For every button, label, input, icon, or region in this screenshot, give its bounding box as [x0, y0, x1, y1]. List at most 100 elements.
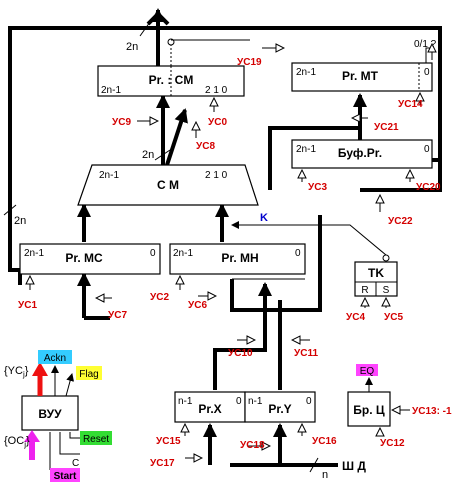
bus-x-to-mh	[213, 282, 272, 390]
register-rg-mh: Pr. MH 2n-1 0	[169, 243, 306, 280]
rg-mt-msb: 2n-1	[296, 67, 316, 78]
us13-label: УС13: -1	[412, 406, 452, 417]
adder-title: C M	[157, 178, 179, 192]
ycj-label: {YCj}	[4, 365, 29, 379]
bus-tick-left	[3, 204, 17, 216]
us19-label: УС19	[237, 57, 262, 68]
us9-label: УС9	[112, 117, 131, 128]
shd-label: Ш Д	[342, 459, 366, 473]
flag-tag-bg	[76, 366, 102, 380]
us22-label: УС22	[388, 216, 413, 227]
bus-2n-top-label: 2n	[126, 41, 138, 53]
rg-x-msb: n-1	[178, 396, 193, 407]
io-tags: Ackn Flag Reset Start EQ	[38, 350, 378, 482]
rg-mc-msb: 2n-1	[24, 248, 44, 259]
rg-x-lsb: 0	[236, 396, 242, 407]
ackn-tag-bg	[38, 350, 72, 364]
rg-mt-box	[291, 62, 433, 92]
tk-s: S	[383, 285, 390, 296]
rg-y-box	[244, 391, 316, 423]
bvu-title: ВУУ	[38, 407, 62, 421]
reset-line	[69, 432, 80, 439]
bus-2n-mid-label: 2n	[142, 149, 154, 161]
rg-mt-title: Pr. MT	[342, 69, 379, 83]
control-arrows	[3, 21, 432, 473]
mt-out-line	[425, 47, 430, 63]
rg-mc-lsb: 0	[150, 248, 156, 259]
rg-mh-lsb: 0	[295, 248, 301, 259]
bus-mh-loop	[230, 215, 322, 312]
rg-mh-title: Pr. MH	[221, 251, 258, 265]
eq-tag: EQ	[360, 366, 375, 377]
eq-tag-bg	[356, 364, 378, 376]
register-rg-mc: Pr. MC 2n-1 0	[19, 243, 161, 275]
rg-y-msb: n-1	[248, 396, 263, 407]
tk-title: TK	[368, 266, 384, 280]
ack-arrow-head	[32, 362, 48, 376]
us2-label: УС2	[150, 292, 169, 303]
bvu-box	[21, 395, 79, 431]
bus-left-loop	[8, 26, 158, 272]
buf-title: Буф.Pr.	[338, 146, 382, 160]
adder: C M 2n-1 2 1 0	[77, 164, 259, 206]
rg-cm-lsb: 2 1 0	[205, 85, 228, 96]
us8-label: УС8	[196, 141, 215, 152]
rg-mt-lsb: 0	[424, 67, 430, 78]
flag-line	[65, 373, 75, 397]
reset-tag: Reset	[83, 434, 109, 445]
us21-label: УС21	[374, 122, 399, 133]
br-c-title: Бр. Ц	[353, 403, 385, 417]
k-label: K	[260, 212, 268, 224]
us17-label: УС17	[150, 458, 175, 469]
tk-r: R	[361, 285, 368, 296]
us7-label: УС7	[108, 310, 127, 321]
rg-y-lsb: 0	[306, 396, 312, 407]
us12-label: УС12	[380, 438, 405, 449]
us3-label: УС3	[308, 182, 327, 193]
buses	[8, 8, 442, 467]
mt-out-label: 0/1 ?	[414, 39, 437, 50]
counter-br-c: Бр. Ц	[347, 391, 391, 427]
bus-split-top	[146, 11, 170, 26]
register-rg-y: Pr.Y n-1 0	[244, 391, 316, 423]
c-line	[59, 432, 80, 455]
bus-2n-left-label: 2n	[14, 215, 26, 227]
bus-adder-feedback	[165, 108, 188, 166]
register-rg-mt: Pr. MT 2n-1 0	[291, 62, 433, 92]
us4-label: УС4	[346, 312, 365, 323]
rg-mh-box	[169, 243, 306, 275]
adder-shape	[77, 164, 259, 206]
start-tag-bg	[50, 468, 80, 482]
bus-right-loop	[158, 26, 442, 192]
us0-label: УС0	[208, 117, 227, 128]
register-buf: Буф.Pr. 2n-1 0	[291, 139, 433, 169]
ocj-label: {OCj}	[4, 435, 30, 449]
buf-box	[291, 139, 433, 169]
flag-tag: Flag	[79, 369, 98, 380]
signal-labels: УС9 УС0 УС8 УС19 УС14 УС21 УС3 УС20 УС22…	[18, 57, 452, 469]
bus-tick-bottom	[309, 457, 319, 473]
bus-mt-to-buf	[268, 126, 360, 190]
rg-mh-msb: 2n-1	[173, 248, 193, 259]
adder-lsb: 2 1 0	[205, 170, 228, 181]
us6-label: УС6	[188, 300, 207, 311]
bvu-io	[24, 362, 80, 470]
us11-label: УС11	[294, 348, 318, 359]
register-rg-cm: Pr. : CM 2n-1 2 1 0	[97, 65, 245, 97]
start-tag: Start	[54, 471, 77, 482]
us5-label: УС5	[384, 312, 403, 323]
us1-label: УС1	[18, 300, 37, 311]
rg-cm-msb: 2n-1	[101, 85, 121, 96]
rg-mc-title: Pr. MC	[65, 251, 103, 265]
oc-arrow-head	[24, 430, 40, 442]
bus-tick-mid	[154, 149, 171, 161]
ackn-tag: Ackn	[44, 353, 66, 364]
rg-y-title: Pr.Y	[268, 402, 291, 416]
br-c-box	[347, 391, 391, 427]
us16-label: УС16	[312, 436, 337, 447]
tk-output-bubble	[382, 254, 390, 262]
rg-x-title: Pr.X	[198, 402, 221, 416]
bus-n-label: n	[322, 469, 328, 481]
reset-tag-bg	[80, 431, 112, 445]
rg-mc-box	[19, 243, 161, 275]
